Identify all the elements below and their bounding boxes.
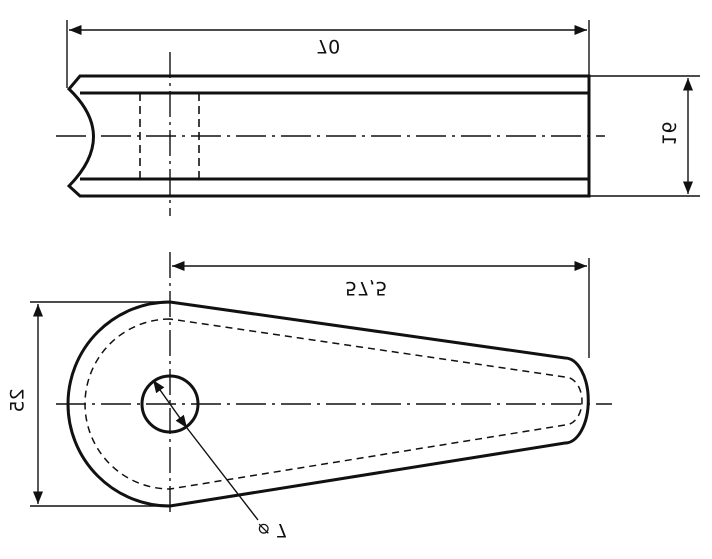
plan-view [30,252,612,521]
boss-width-label: 25 [6,388,29,413]
arm-length-label: 57,5 [345,277,388,299]
side-view-outline [66,74,591,198]
hole-diameter-label: ⌀ 7 [258,519,288,541]
hole-diameter-arrow [152,379,188,429]
overall-length-label: 70 [316,35,341,57]
lever-hidden-contour [84,318,583,490]
hole-diameter-leader [186,427,259,521]
side-view [56,20,700,216]
lever-outline [66,300,590,508]
thickness-label: 16 [657,121,680,146]
